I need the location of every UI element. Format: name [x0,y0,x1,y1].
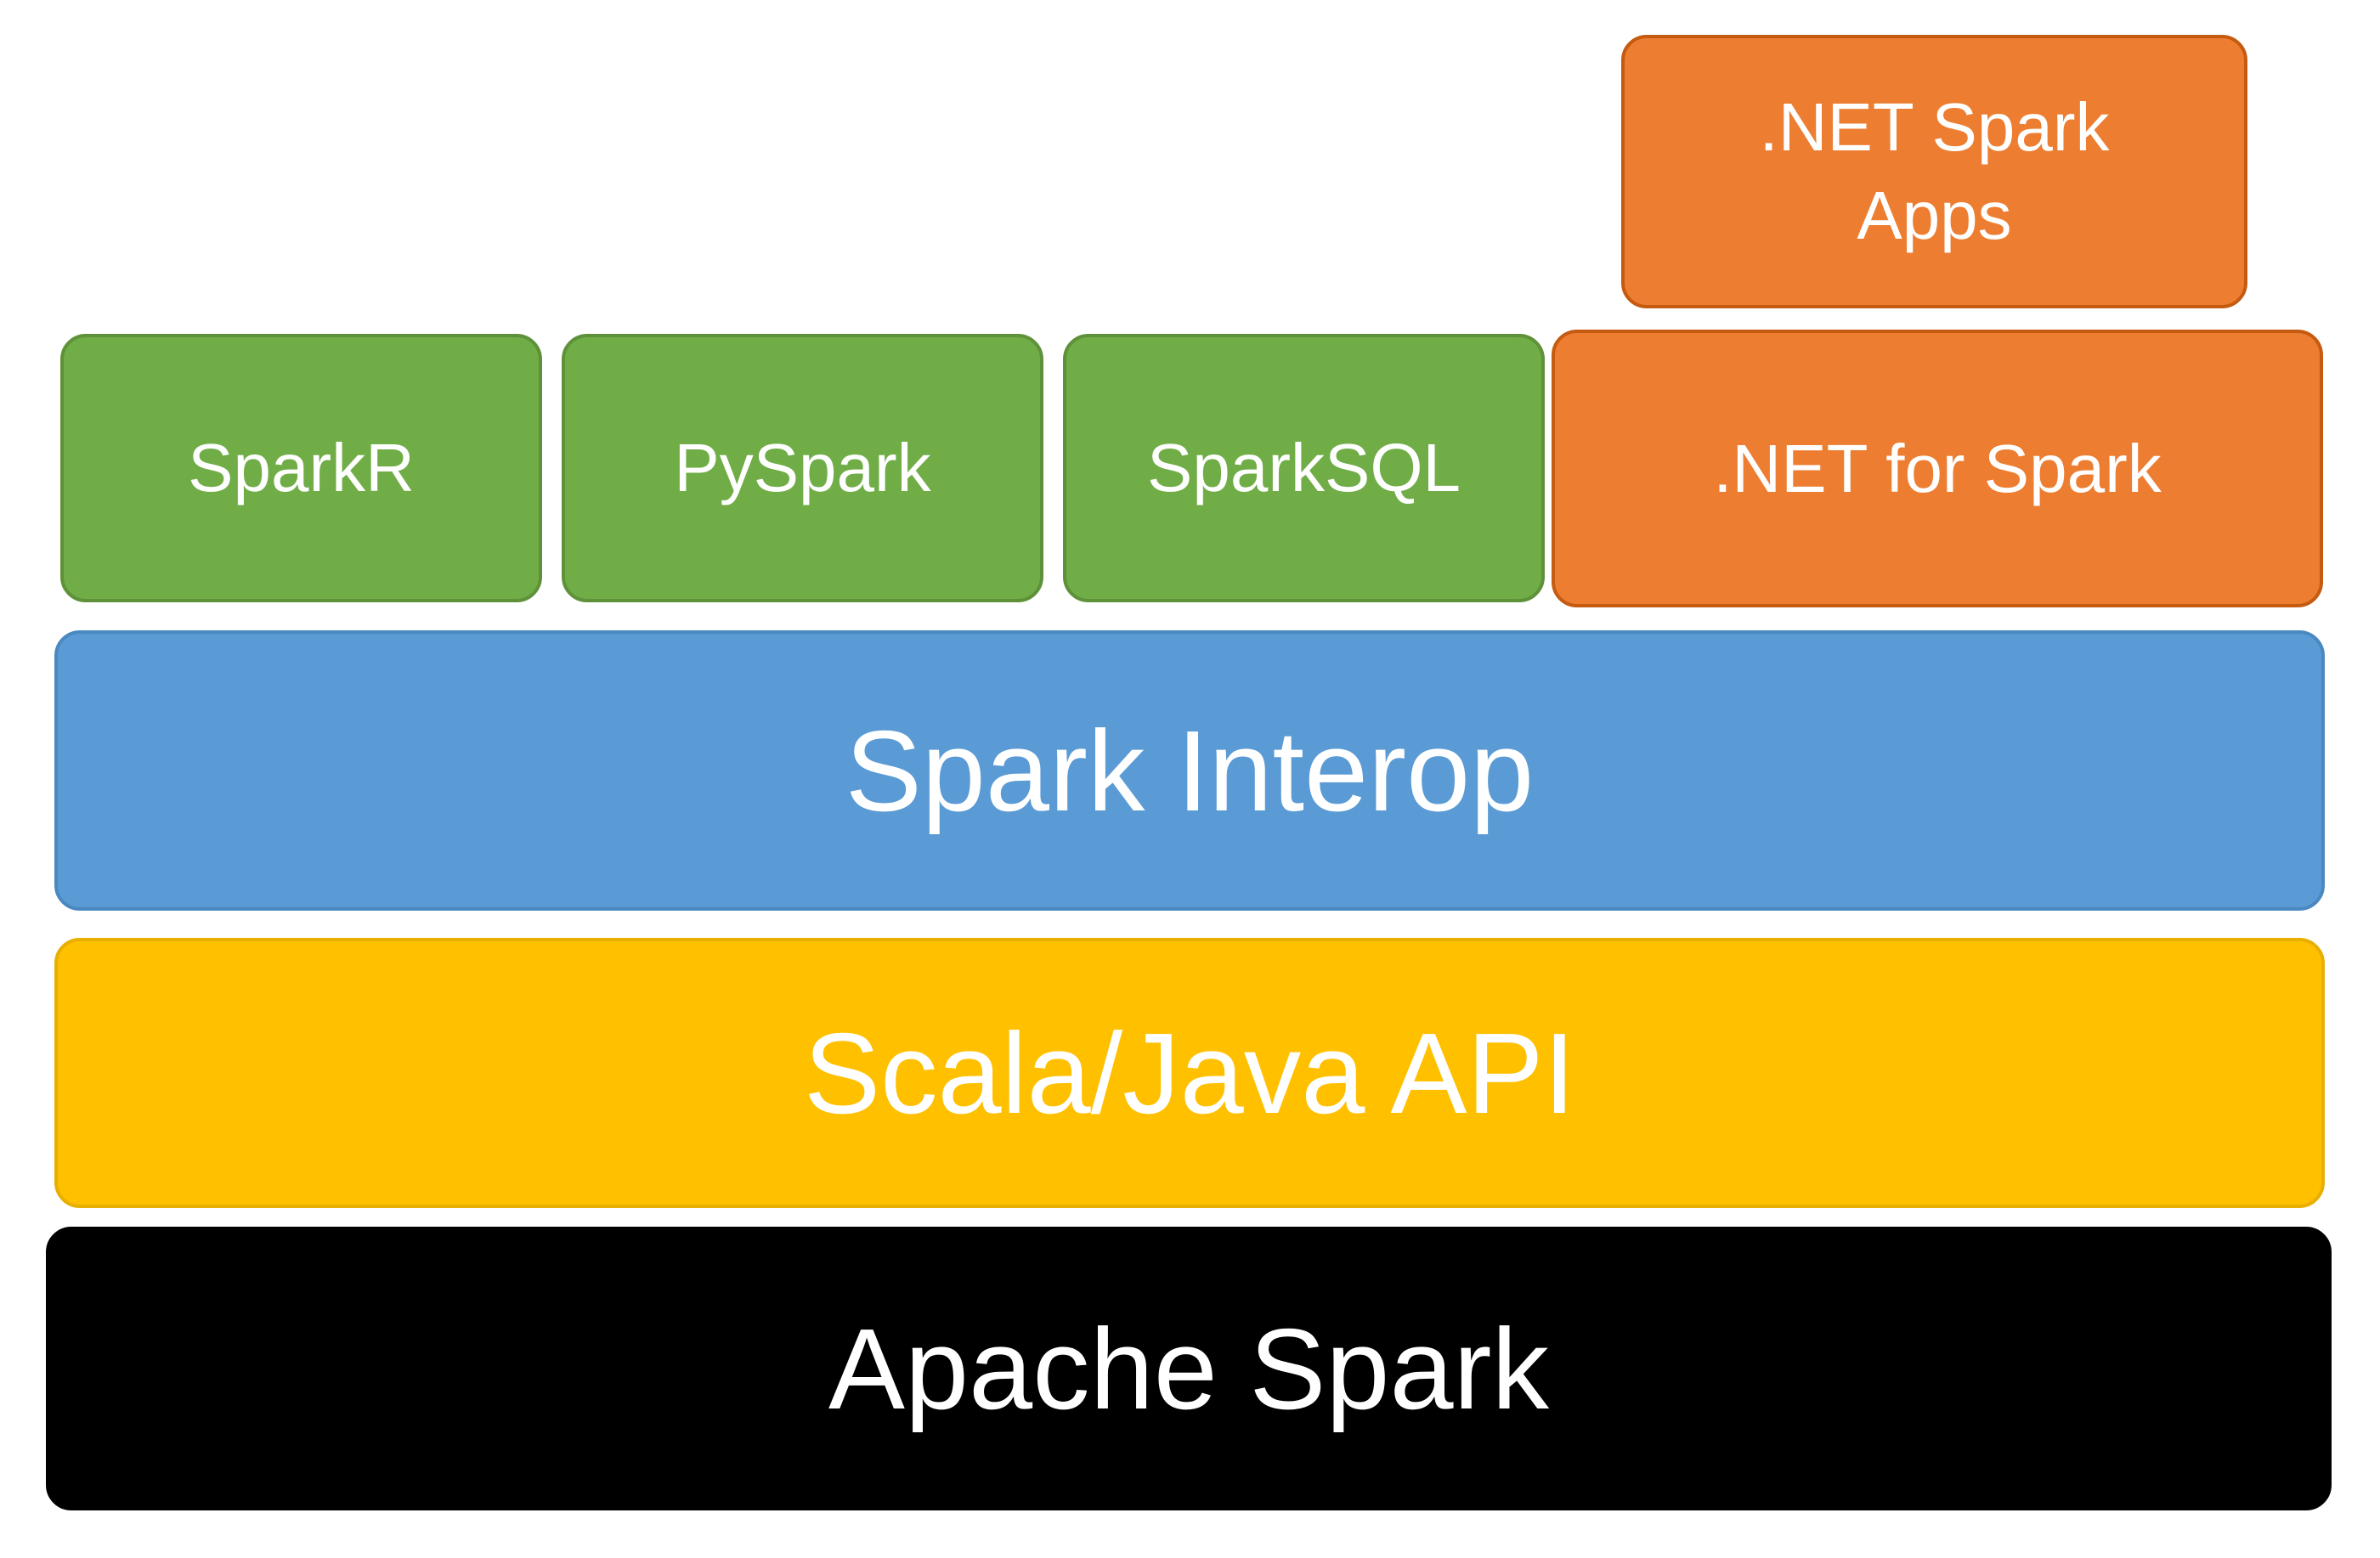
scala-java-api-layer: Scala/Java API [54,938,2325,1208]
spark-interop-layer: Spark Interop [54,630,2325,911]
sparksql-label: SparkSQL [1146,430,1461,505]
apache-spark-layer: Apache Spark [46,1227,2332,1510]
sparkr-label: SparkR [188,430,415,505]
net-spark-apps-box: .NET Spark Apps [1621,35,2247,308]
apache-spark-label: Apache Spark [828,1304,1550,1433]
net-spark-apps-label: .NET Spark Apps [1759,89,2110,253]
pyspark-box: PySpark [562,334,1043,602]
spark-interop-label: Spark Interop [845,706,1535,835]
pyspark-label: PySpark [674,430,931,505]
scala-java-api-label: Scala/Java API [803,1008,1576,1137]
net-for-spark-label: .NET for Spark [1713,430,2162,506]
sparkr-box: SparkR [60,334,542,602]
sparksql-box: SparkSQL [1063,334,1545,602]
net-for-spark-box: .NET for Spark [1552,330,2323,607]
